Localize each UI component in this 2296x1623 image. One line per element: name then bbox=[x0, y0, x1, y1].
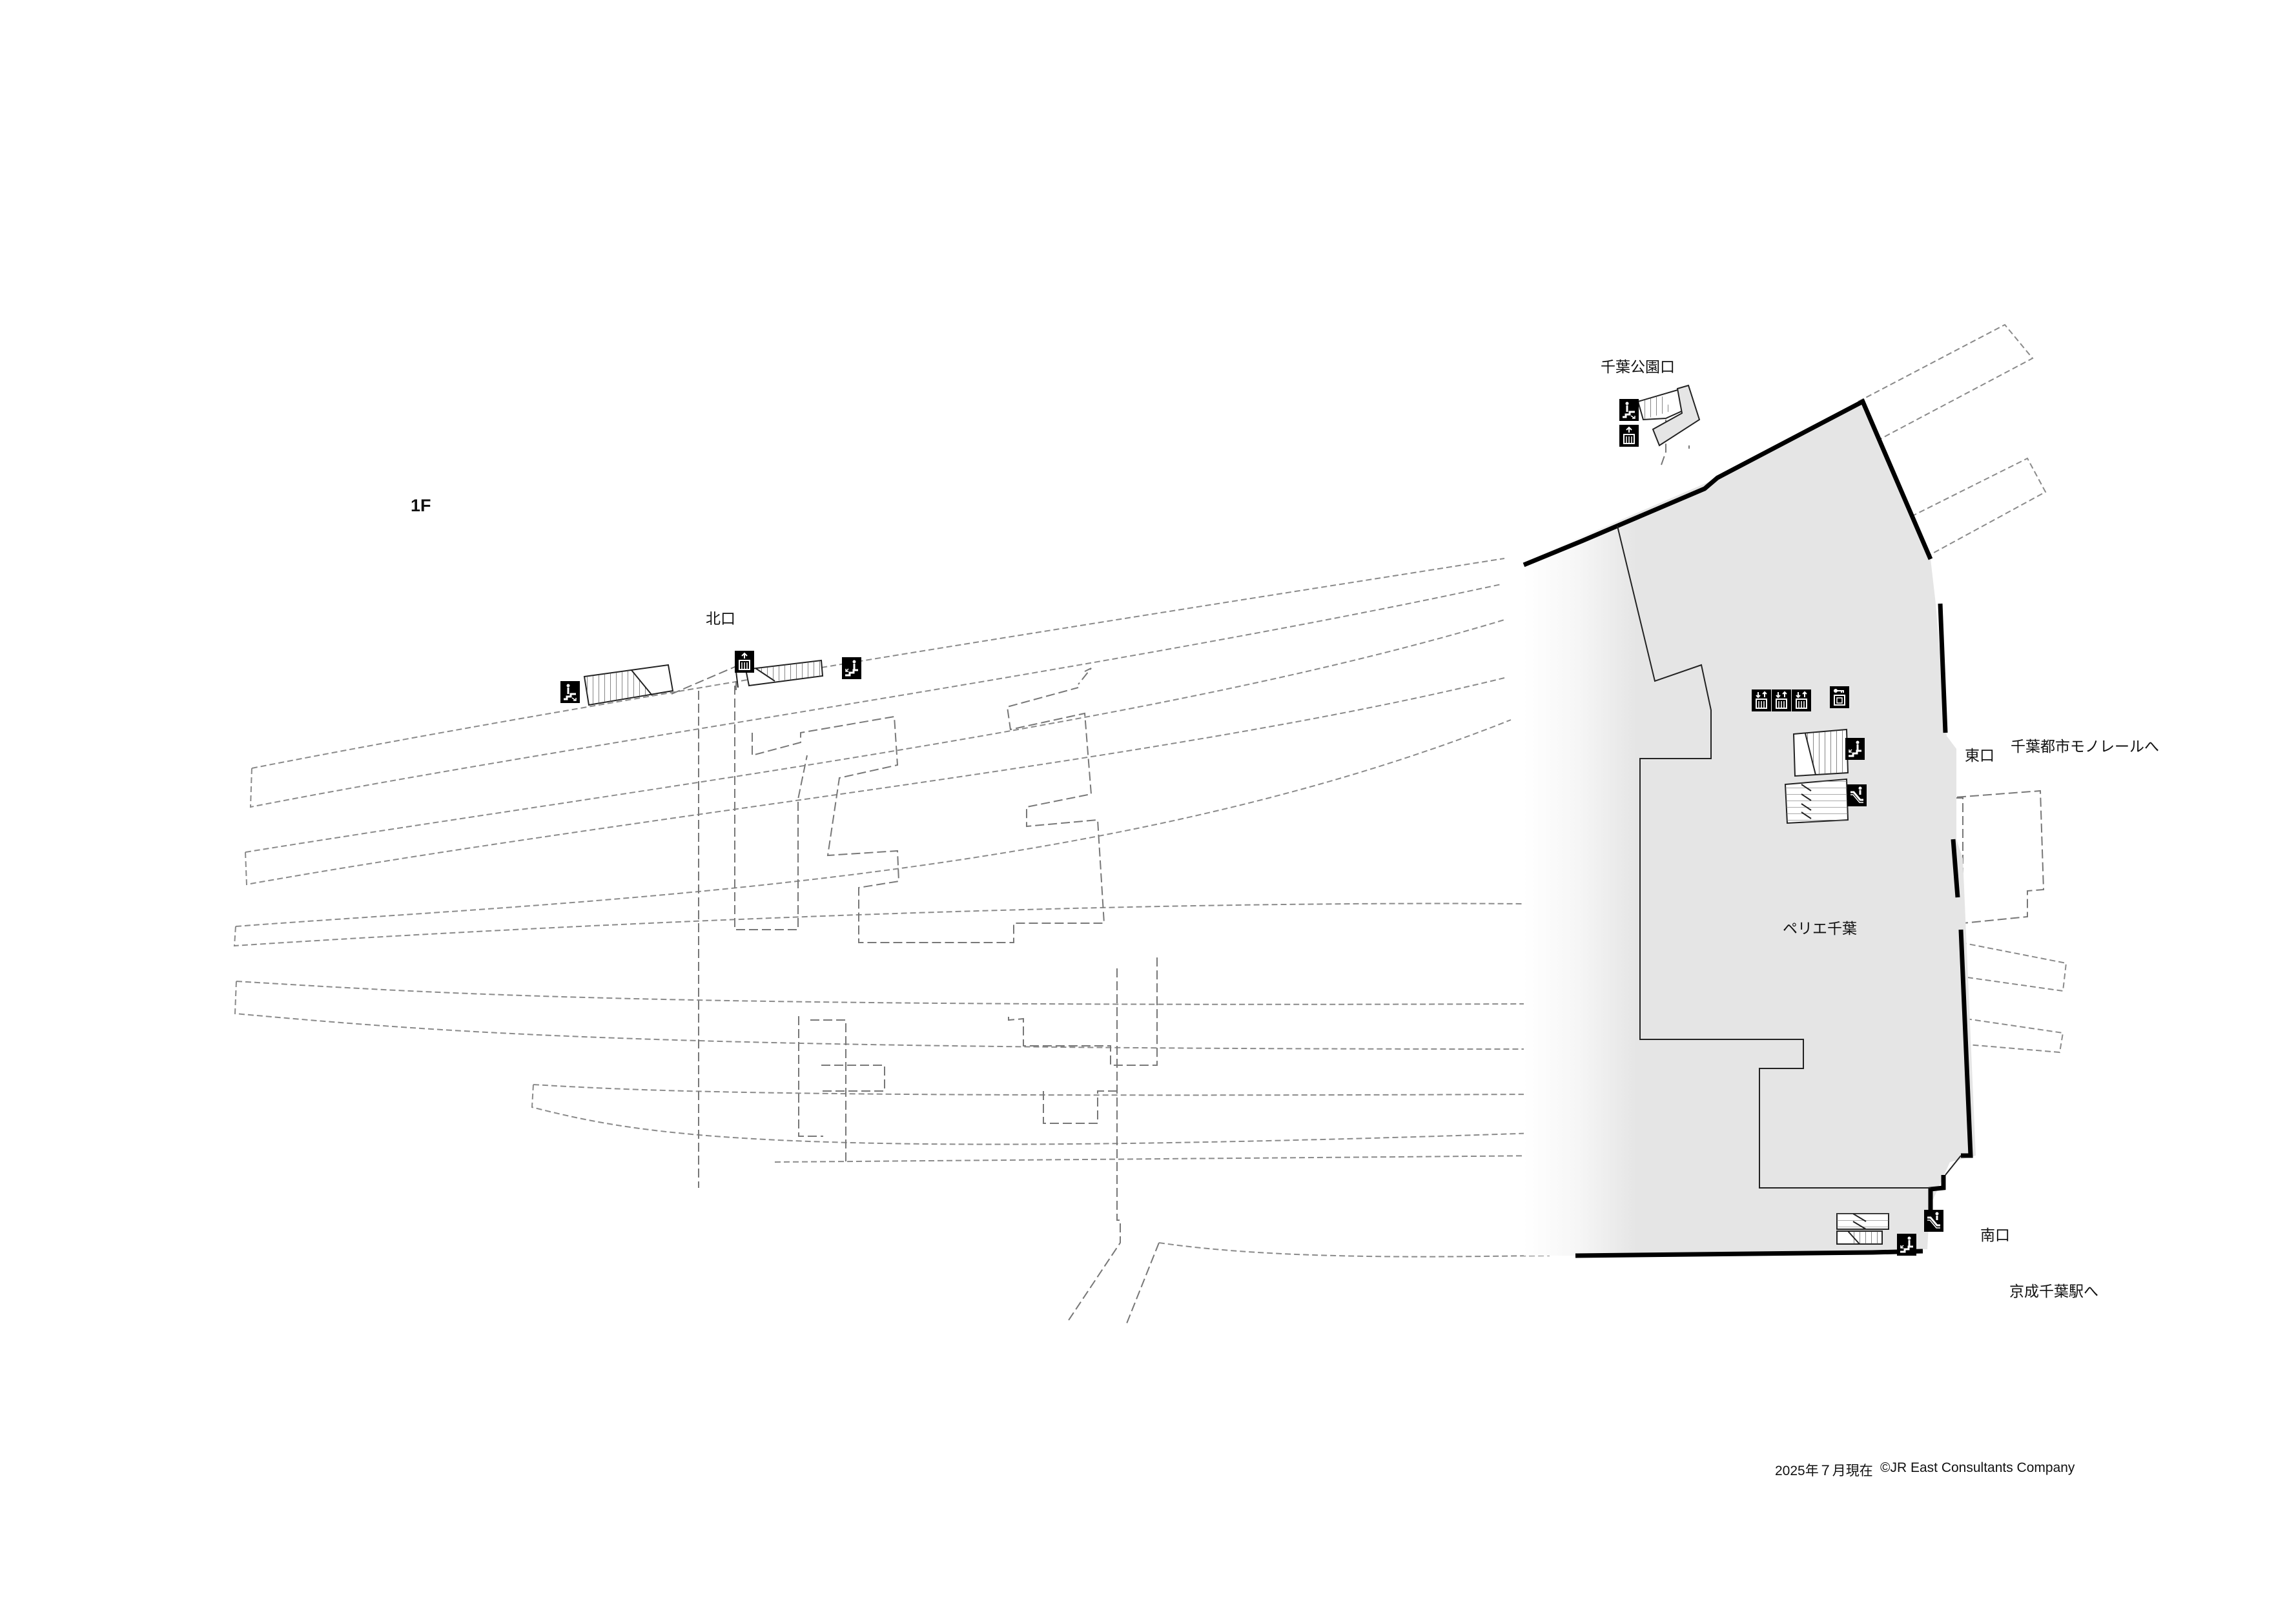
date-note: 2025年７月現在 bbox=[1775, 1464, 1873, 1478]
stairs-icon bbox=[560, 681, 580, 703]
escalator-icon bbox=[1847, 784, 1867, 806]
south-east-corner bbox=[1945, 1155, 1962, 1176]
elevator-icon bbox=[1772, 689, 1791, 711]
concourse-block-4 bbox=[798, 1016, 823, 1137]
escalator-icon bbox=[1924, 1210, 1943, 1232]
building-perie-chiba bbox=[1522, 398, 1976, 1258]
floor-label: 1F bbox=[411, 496, 431, 515]
east-track-2 bbox=[1965, 1018, 2064, 1054]
north-east-track-2 bbox=[1911, 457, 2047, 556]
outer-passages bbox=[1661, 323, 2067, 1054]
east-wall-upper bbox=[1938, 603, 1948, 733]
platform-1-top bbox=[251, 558, 1505, 769]
concourse-block-2 bbox=[1078, 668, 1092, 685]
south-passage-2 bbox=[1126, 1242, 1160, 1324]
platform-2 bbox=[245, 677, 1505, 886]
concourse-block-6 bbox=[820, 1065, 885, 1092]
south-passage bbox=[1068, 968, 1121, 1321]
east-exit-stairs bbox=[1784, 728, 1849, 824]
platform-3 bbox=[233, 903, 1524, 947]
stairs-icon bbox=[842, 657, 861, 679]
north-corridor-east bbox=[734, 686, 808, 930]
keisei-direction-label: 京成千葉駅へ bbox=[2009, 1283, 2098, 1300]
north-exit-link bbox=[671, 664, 740, 695]
south-east-wall bbox=[1928, 1175, 1946, 1214]
east-exit-label: 東口 bbox=[1965, 748, 1994, 764]
elevator-icon bbox=[1619, 425, 1639, 447]
elevator-icon bbox=[1752, 689, 1771, 711]
monorail-passage bbox=[1954, 790, 2045, 924]
concourse-block-3 bbox=[1008, 955, 1158, 1066]
platform-5 bbox=[531, 1084, 1537, 1145]
chiba-park-exit-label: 千葉公園口 bbox=[1601, 359, 1675, 376]
east-wall-lower bbox=[1951, 839, 1960, 898]
building-name-label: ペリエ千葉 bbox=[1783, 921, 1857, 937]
inner-partition bbox=[1617, 526, 1931, 1189]
platform-4 bbox=[234, 981, 1524, 1050]
south-exit-stairs bbox=[1836, 1213, 1889, 1245]
platform-6 bbox=[774, 1155, 1550, 1163]
concourse-block-1 bbox=[752, 687, 1105, 943]
elevator-icon bbox=[1792, 689, 1811, 711]
monorail-direction-label: 千葉都市モノレールへ bbox=[2011, 739, 2159, 755]
south-exit-label: 南口 bbox=[1980, 1227, 2010, 1244]
stairs-icon bbox=[1845, 738, 1865, 760]
chiba-park-exit-stairs bbox=[1637, 384, 1701, 447]
stairs-icon bbox=[1897, 1234, 1916, 1256]
building-floor bbox=[1524, 402, 1976, 1256]
platform-4-top bbox=[236, 981, 1524, 1005]
east-wall-south bbox=[1958, 929, 1973, 1158]
north-wall bbox=[1522, 398, 1933, 567]
east-track-1 bbox=[1960, 942, 2067, 992]
stairs-icon bbox=[1619, 399, 1639, 421]
platform-3-top bbox=[235, 719, 1512, 927]
north-exit-label: 北口 bbox=[706, 611, 735, 628]
chiba-park-link-1 bbox=[1661, 420, 1666, 465]
elevator-icon bbox=[735, 651, 754, 673]
platform-5-top bbox=[533, 1084, 1537, 1096]
north-exit-stairs bbox=[583, 659, 824, 706]
concourse-block-5 bbox=[810, 1019, 846, 1165]
copyright: ©JR East Consultants Company bbox=[1880, 1460, 2075, 1475]
north-east-track-1 bbox=[1858, 323, 2034, 440]
south-passage-3 bbox=[1158, 1242, 1550, 1258]
platform-1 bbox=[249, 584, 1502, 808]
coin-locker-icon bbox=[1830, 686, 1849, 708]
concourse-block-7 bbox=[1043, 1090, 1117, 1124]
platform-2-top bbox=[245, 619, 1505, 853]
platform-outlines bbox=[233, 558, 1550, 1324]
